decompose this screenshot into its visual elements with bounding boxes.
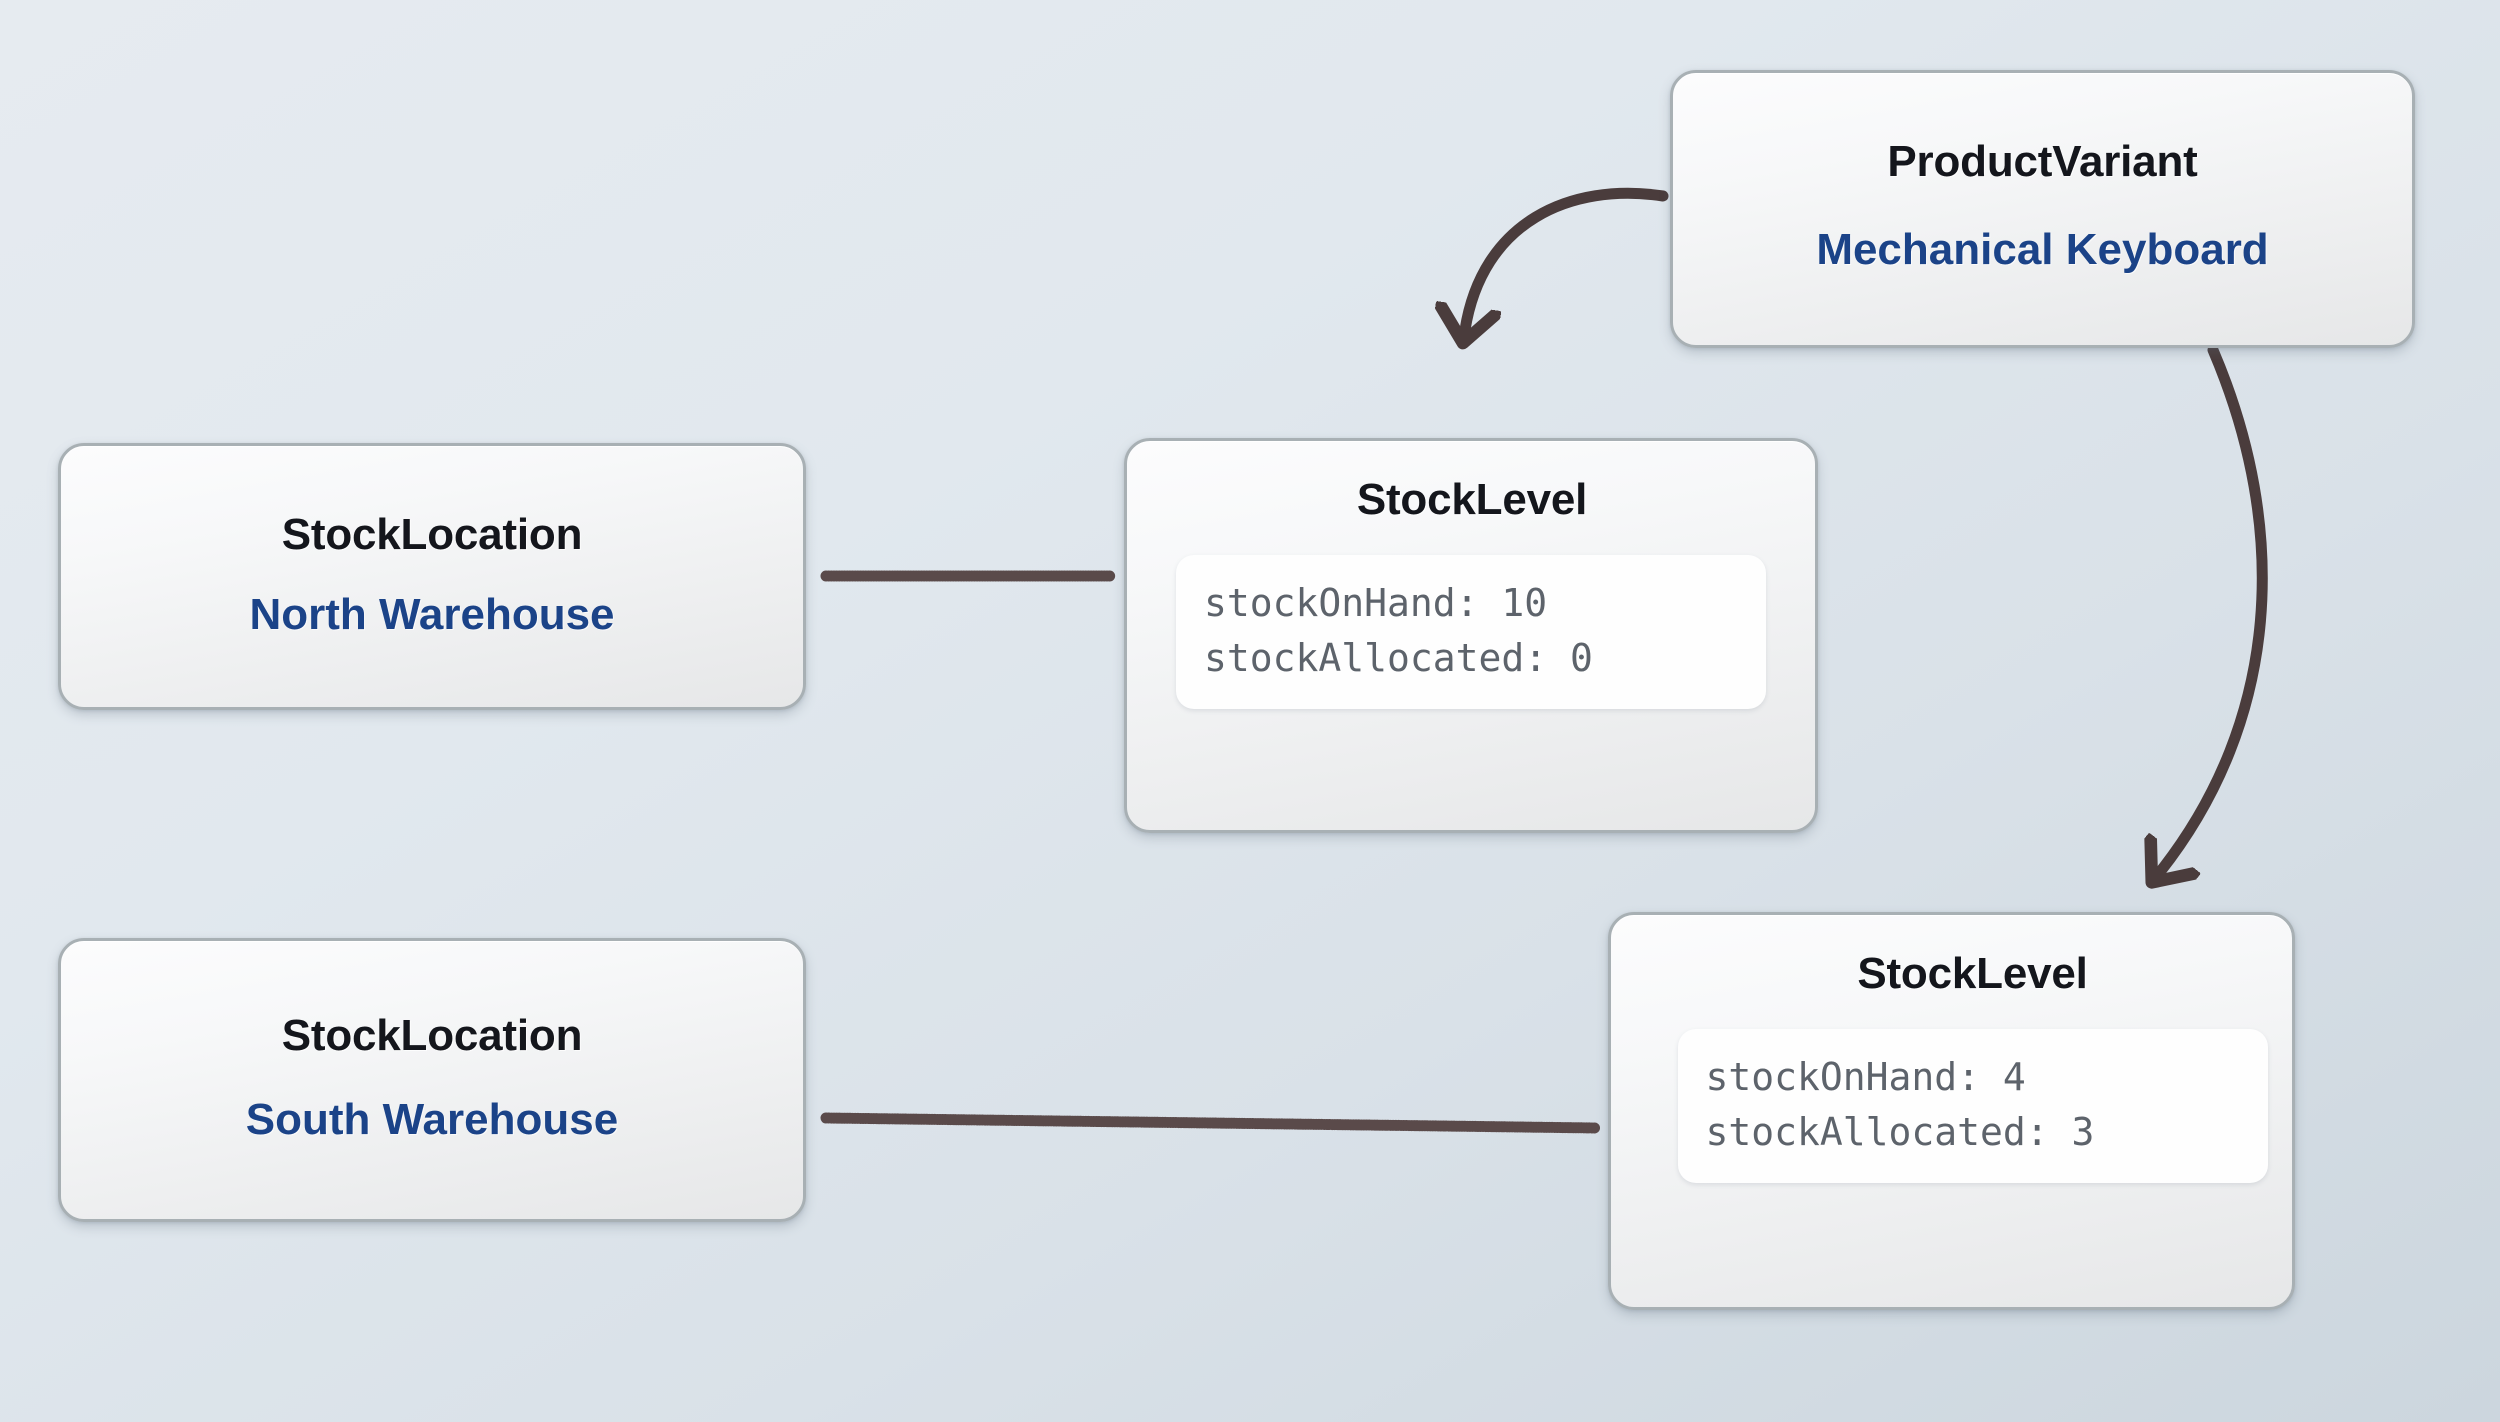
attribute-stock-allocated: stockAllocated: 0 <box>1204 635 1593 680</box>
edge-variant-to-stocklevel-south <box>2160 344 2268 872</box>
node-stock-location-north-name: North Warehouse <box>249 589 615 639</box>
node-stock-level-south[interactable]: StockLevel stockOnHand: 4 stockAllocated… <box>1608 912 2295 1310</box>
attribute-stock-on-hand: stockOnHand: 4 <box>1705 1055 2026 1099</box>
node-product-variant-type: ProductVariant <box>1887 137 2198 186</box>
edge-location-south-to-stocklevel-south <box>820 1112 1602 1134</box>
node-product-variant-name: Mechanical Keyboard <box>1816 225 2269 274</box>
node-stock-location-south[interactable]: StockLocation South Warehouse <box>58 938 806 1222</box>
node-stock-level-south-attributes: stockOnHand: 4 stockAllocated: 3 <box>1677 1029 2268 1183</box>
attribute-stock-on-hand: stockOnHand: 10 <box>1204 581 1548 625</box>
node-stock-location-south-type: StockLocation <box>281 1011 583 1060</box>
node-stock-location-south-name: South Warehouse <box>245 1095 619 1144</box>
edge-variant-to-stocklevel-north <box>1465 187 1669 330</box>
node-stock-level-north-attributes: stockOnHand: 10 stockAllocated: 0 <box>1176 555 1766 709</box>
node-stock-location-north-type: StockLocation <box>281 509 583 559</box>
node-stock-level-north[interactable]: StockLevel stockOnHand: 10 stockAllocate… <box>1124 438 1818 833</box>
node-stock-level-south-type: StockLevel <box>1857 949 2088 998</box>
node-stock-location-north[interactable]: StockLocation North Warehouse <box>58 443 806 710</box>
node-stock-level-north-type: StockLevel <box>1356 475 1588 524</box>
attribute-stock-allocated: stockAllocated: 3 <box>1705 1109 2095 1154</box>
node-product-variant[interactable]: ProductVariant Mechanical Keyboard <box>1670 70 2415 348</box>
